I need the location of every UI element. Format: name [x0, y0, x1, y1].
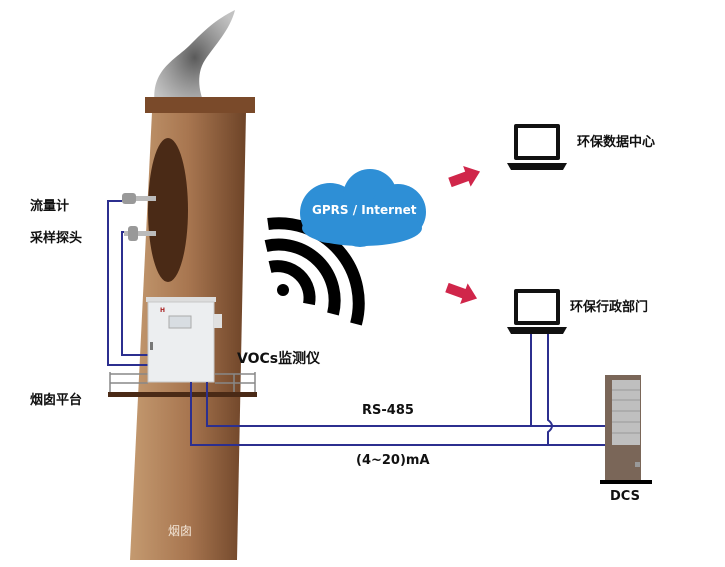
sampling-probe-label: 采样探头: [30, 231, 83, 246]
flowmeter-icon: [122, 193, 156, 204]
svg-text:H: H: [160, 307, 165, 314]
laptop-icon: [507, 289, 567, 334]
cloud-icon: [300, 169, 426, 247]
voc-monitor-label: VOCs监测仪: [237, 351, 321, 367]
dcs-cabinet-icon: [600, 375, 652, 484]
dcs-label: DCS: [610, 489, 640, 504]
chimney-opening: [148, 138, 188, 282]
output-wires: [190, 330, 605, 446]
admin-dept-label: 环保行政部门: [570, 300, 649, 315]
laptop-icon: [507, 124, 567, 170]
sampling-probe-icon: [124, 226, 156, 241]
chimney-label: 烟囱: [168, 524, 193, 538]
platform-railing: [109, 372, 256, 393]
smoke: [154, 10, 235, 105]
analog-signal-label: (4~20)mA: [356, 453, 430, 468]
rs485-label: RS-485: [362, 403, 414, 418]
data-center-label: 环保数据中心: [577, 135, 656, 150]
wireless-signal-icon: [264, 217, 365, 326]
arrow-to-data-center-icon: [448, 165, 481, 188]
chimney-platform-label: 烟囱平台: [30, 393, 83, 408]
flowmeter-label: 流量计: [30, 199, 70, 214]
voc-monitor-device: H: [146, 297, 222, 383]
chimney-platform: [108, 392, 257, 397]
chimney-rim: [145, 97, 255, 113]
cloud-label: GPRS / Internet: [312, 203, 417, 217]
arrow-to-admin-dept-icon: [445, 282, 478, 305]
